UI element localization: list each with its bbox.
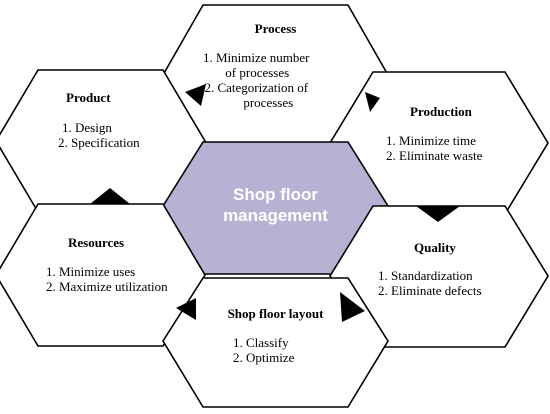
- hex-title-product: Product: [66, 90, 111, 105]
- hex-product: Product 1. Design 2. Specification: [0, 70, 205, 212]
- hex-process: Process 1. Minimize number of processes …: [163, 5, 388, 146]
- hex-item: 1. Design: [62, 120, 112, 135]
- arrow-process-to-production: [365, 92, 380, 112]
- arrow-resources-to-product: [90, 188, 130, 204]
- hex-quality: Quality 1. Standardization 2. Eliminate …: [330, 206, 548, 347]
- hex-items-process: 1. Minimize number of processes 2. Categ…: [203, 50, 310, 110]
- hex-item: processes: [243, 95, 294, 110]
- hex-item: 2. Maximize utilization: [46, 279, 168, 294]
- arrow-product-to-process: [185, 84, 206, 106]
- center-title: Shop floor management: [163, 184, 388, 226]
- hex-title-resources: Resources: [68, 235, 125, 250]
- hex-items-layout: 1. Classify 2. Optimize: [233, 335, 294, 365]
- hex-item: of processes: [225, 65, 290, 80]
- hex-shape-resources: [0, 203, 206, 347]
- hex-item: 2. Specification: [58, 135, 140, 150]
- hex-production: Production 1. Minimize time 2. Eliminate…: [330, 72, 548, 214]
- hex-shape-layout: [162, 277, 389, 408]
- hex-title-quality: Quality: [414, 240, 456, 255]
- hex-title-production: Production: [410, 104, 472, 119]
- hex-item: 1. Minimize uses: [46, 264, 136, 279]
- hex-title-layout: Shop floor layout: [227, 306, 324, 321]
- hex-item: 1. Minimize number: [203, 50, 310, 65]
- hex-item: 1. Standardization: [378, 268, 473, 283]
- arrow-quality-to-layout: [340, 292, 365, 322]
- hex-item: 2. Eliminate defects: [378, 283, 482, 298]
- hex-item: 2. Eliminate waste: [386, 148, 483, 163]
- arrow-layout-to-resources: [176, 298, 196, 320]
- hex-items-quality: 1. Standardization 2. Eliminate defects: [378, 268, 482, 298]
- hex-item: 2. Optimize: [233, 350, 295, 365]
- hex-layout: Shop floor layout 1. Classify 2. Optimiz…: [163, 278, 388, 407]
- hex-resources: Resources 1. Minimize uses 2. Maximize u…: [0, 204, 205, 346]
- center-title-line1: Shop floor: [233, 185, 318, 204]
- hex-items-product: 1. Design 2. Specification: [58, 120, 140, 150]
- hex-shape-quality: [329, 205, 549, 348]
- arrow-production-to-quality: [416, 206, 460, 222]
- center-title-line2: management: [223, 206, 328, 225]
- hex-item: 1. Classify: [233, 335, 289, 350]
- hex-items-resources: 1. Minimize uses 2. Maximize utilization: [46, 264, 168, 294]
- hex-items-production: 1. Minimize time 2. Eliminate waste: [386, 133, 482, 163]
- hex-title-process: Process: [254, 21, 297, 36]
- hex-item: 1. Minimize time: [386, 133, 476, 148]
- hex-item: 2. Categorization of: [204, 80, 309, 95]
